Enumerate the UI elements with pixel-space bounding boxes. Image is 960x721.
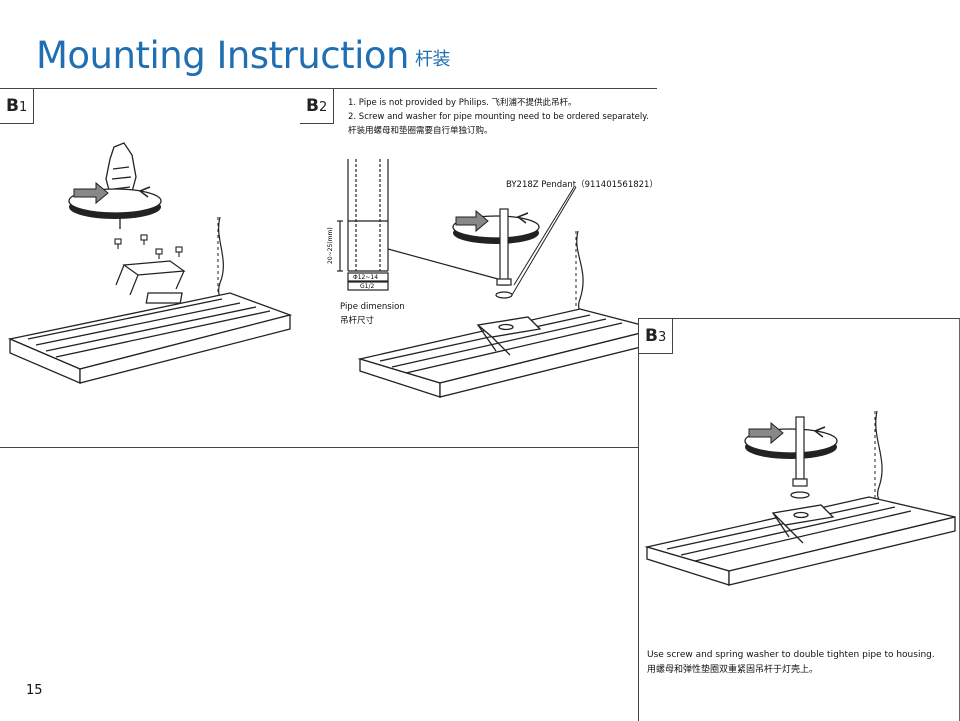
rotation-arrow-icon xyxy=(452,209,540,244)
panel-b1: B1 xyxy=(0,88,301,448)
hand-icon xyxy=(105,142,137,202)
b2-note-1: 1. Pipe is not provided by Philips. 飞利浦不… xyxy=(348,98,577,108)
b3-illustration xyxy=(644,410,956,586)
dim-diameter-label: Φ12~14 xyxy=(353,274,378,281)
panel-b3: B3 Use screw and spring washer to doubl xyxy=(638,318,960,721)
b2-note-2: 2. Screw and washer for pipe mounting ne… xyxy=(348,112,649,122)
luminaire-housing xyxy=(7,292,293,384)
luminaire-housing xyxy=(644,496,956,586)
cable xyxy=(218,216,224,302)
dim-height-label: 20~25(mm) xyxy=(327,227,334,264)
pipe-drawing xyxy=(337,159,499,291)
b3-caption-en: Use screw and spring washer to double ti… xyxy=(647,650,935,660)
b2-illustration: 20~25(mm) Φ12~14 G1/2 xyxy=(327,159,657,398)
pipe-dimension-en: Pipe dimension xyxy=(340,302,405,312)
rotation-arrow-icon xyxy=(68,181,162,219)
step-tag-b1: B1 xyxy=(0,89,35,124)
page-number: 15 xyxy=(26,683,43,698)
b1-illustration xyxy=(7,142,293,384)
dim-thread-label: G1/2 xyxy=(360,283,374,290)
panel-b2: B2 1. Pipe is not provided by Philips. 飞… xyxy=(300,88,657,448)
luminaire-housing xyxy=(357,308,657,398)
title-main: Mounting Instruction xyxy=(36,34,409,77)
pipe-dimension-cn: 吊杆尺寸 xyxy=(340,316,375,326)
title-subtitle: 杆装 xyxy=(414,48,451,70)
pendant-pipe xyxy=(495,208,513,299)
screws-icon xyxy=(114,234,183,259)
pendant-label: BY218Z Pendant（911401561821） xyxy=(506,180,657,190)
step-tag-b3: B3 xyxy=(639,319,674,354)
rotation-arrow-icon xyxy=(744,421,838,459)
step-tag-b2: B2 xyxy=(300,89,335,124)
b3-caption-cn: 用螺母和弹性垫圈双重紧固吊杆于灯壳上。 xyxy=(647,665,819,675)
b2-note-3: 杆装用螺母和垫圈需要自行单独订购。 xyxy=(348,126,493,136)
pendant-pipe xyxy=(790,416,810,499)
mounting-bracket xyxy=(115,260,186,296)
